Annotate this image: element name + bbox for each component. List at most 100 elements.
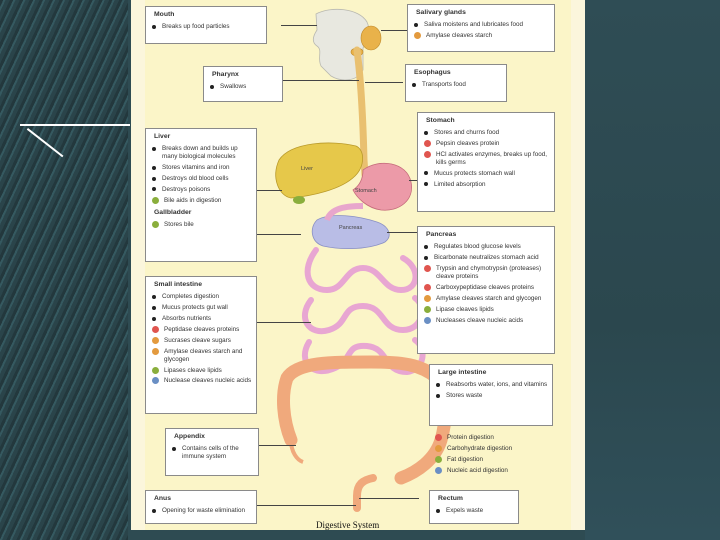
item-text: Breaks down and builds up many biologica… <box>162 145 238 161</box>
item-text: Mucus protects gut wall <box>162 304 228 312</box>
box-title: Pancreas <box>426 231 457 238</box>
head-silhouette <box>312 8 370 81</box>
color-key-dot-icon <box>435 444 442 452</box>
box-appendix: Appendix Contains cells of the immune sy… <box>165 428 259 476</box>
bullet-icon <box>152 187 156 192</box>
box-title: Appendix <box>174 433 205 440</box>
item-text: Regulates blood glucose levels <box>434 243 521 251</box>
leader-line-rectum <box>359 498 419 499</box>
item-text: Stores waste <box>446 392 483 400</box>
box-salivary-glands: Salivary glands Saliva moistens and lubr… <box>407 4 555 52</box>
leader-line-mouth <box>281 25 317 26</box>
duodenum <box>324 203 364 222</box>
liver-organ <box>275 142 364 199</box>
item-text: Absorbs nutrients <box>162 315 212 323</box>
color-key-dot-icon <box>152 347 159 355</box>
item-text: Amylase cleaves starch and glycogen <box>436 294 542 302</box>
item-text: Nucleic acid digestion <box>447 466 508 474</box>
bullet-icon <box>152 165 156 170</box>
list-item: Amylase cleaves starch and glycogen <box>424 294 550 303</box>
item-text: Transports food <box>422 81 466 89</box>
item-text: Lipase cleaves lipids <box>436 305 494 313</box>
item-text: Carbohydrate digestion <box>447 444 513 452</box>
list-item: Expels waste <box>436 507 514 515</box>
item-text: Stores vitamins and iron <box>162 164 230 172</box>
bullet-icon <box>436 508 440 513</box>
box-subtitle-gallbladder: Gallbladder <box>154 208 192 216</box>
legend-item: Nucleic acid digestion <box>435 466 549 475</box>
appendix-organ <box>289 439 304 464</box>
item-text: Fat digestion <box>447 455 484 463</box>
legend-item: Carbohydrate digestion <box>435 444 549 453</box>
box-liver: Liver Breaks down and builds up many bio… <box>145 128 257 262</box>
list-item: Mucus protects gut wall <box>152 304 252 312</box>
organ-label-pancreas: Pancreas <box>339 225 363 231</box>
color-key-dot-icon <box>424 305 431 313</box>
bullet-icon <box>424 182 428 187</box>
pancreas-organ <box>311 215 390 250</box>
list-item: Breaks up food particles <box>152 23 262 31</box>
leader-line-salivary <box>381 30 423 31</box>
list-item: Saliva moistens and lubricates food <box>414 21 550 29</box>
box-title: Small intestine <box>154 281 202 288</box>
organ-label-liver: Liver <box>301 166 313 172</box>
list-item: Bicarbonate neutralizes stomach acid <box>424 254 550 262</box>
bullet-icon <box>152 508 156 513</box>
bullet-icon <box>436 393 440 398</box>
list-item: Opening for waste elimination <box>152 507 252 515</box>
item-text: Opening for waste elimination <box>162 507 245 515</box>
item-text: Expels waste <box>446 507 484 515</box>
list-item: Lipases cleave lipids <box>152 366 252 375</box>
color-key-dot-icon <box>424 283 431 291</box>
item-text: Sucrases cleave sugars <box>164 336 231 344</box>
item-text: Lipases cleave lipids <box>164 366 222 374</box>
leader-line-liver <box>256 190 282 191</box>
bullet-icon <box>424 244 428 249</box>
box-title: Rectum <box>438 495 463 502</box>
box-mouth: Mouth Breaks up food particles <box>145 6 267 44</box>
bullet-icon <box>152 146 156 151</box>
list-item: Nuclease cleaves nucleic acids <box>152 377 252 385</box>
gallbladder-organ <box>293 196 305 204</box>
list-item: Stores and churns food <box>424 129 550 137</box>
bullet-icon <box>424 130 428 135</box>
item-text: Limited absorption <box>434 180 486 188</box>
item-text: Saliva moistens and lubricates food <box>424 21 524 29</box>
box-title: Large intestine <box>438 369 487 376</box>
list-item: Stores vitamins and iron <box>152 164 252 172</box>
color-key-dot-icon <box>435 466 442 474</box>
rectum-tube <box>353 474 377 512</box>
list-item: Transports food <box>412 81 502 89</box>
bullet-icon <box>412 82 416 87</box>
slide-background-left <box>0 0 128 540</box>
list-item: Carboxypeptidase cleaves proteins <box>424 283 550 292</box>
diagram-caption: Digestive System <box>316 520 380 530</box>
bullet-icon <box>152 176 156 181</box>
item-text: Stores bile <box>164 221 194 229</box>
box-anus: Anus Opening for waste elimination <box>145 490 257 524</box>
leader-line-pharynx <box>269 80 359 81</box>
bullet-icon <box>152 305 156 310</box>
organ-label-stomach: Stomach <box>355 188 377 194</box>
box-title: Salivary glands <box>416 9 466 16</box>
list-item: Completes digestion <box>152 293 252 301</box>
bullet-icon <box>436 382 440 387</box>
leader-line-gallbladder <box>256 234 301 235</box>
item-text: Swallows <box>220 83 247 91</box>
item-text: Nuclease cleaves nucleic acids <box>164 377 252 385</box>
list-item: Mucus protects stomach wall <box>424 170 550 178</box>
color-key-dot-icon <box>152 336 159 344</box>
list-item: Bile aids in digestion <box>152 196 252 205</box>
bullet-icon <box>172 446 176 451</box>
esophagus-tube <box>353 46 369 179</box>
color-key-dot-icon <box>152 196 159 204</box>
box-rectum: Rectum Expels waste <box>429 490 519 524</box>
bullet-icon <box>152 294 156 299</box>
leader-line-anus <box>256 505 356 506</box>
large-intestine-colon <box>277 355 452 485</box>
list-item: Stores bile <box>152 221 252 229</box>
item-text: Mucus protects stomach wall <box>434 169 515 177</box>
list-item: Contains cells of the immune system <box>172 445 254 461</box>
item-text: Stores and churns food <box>434 129 500 137</box>
